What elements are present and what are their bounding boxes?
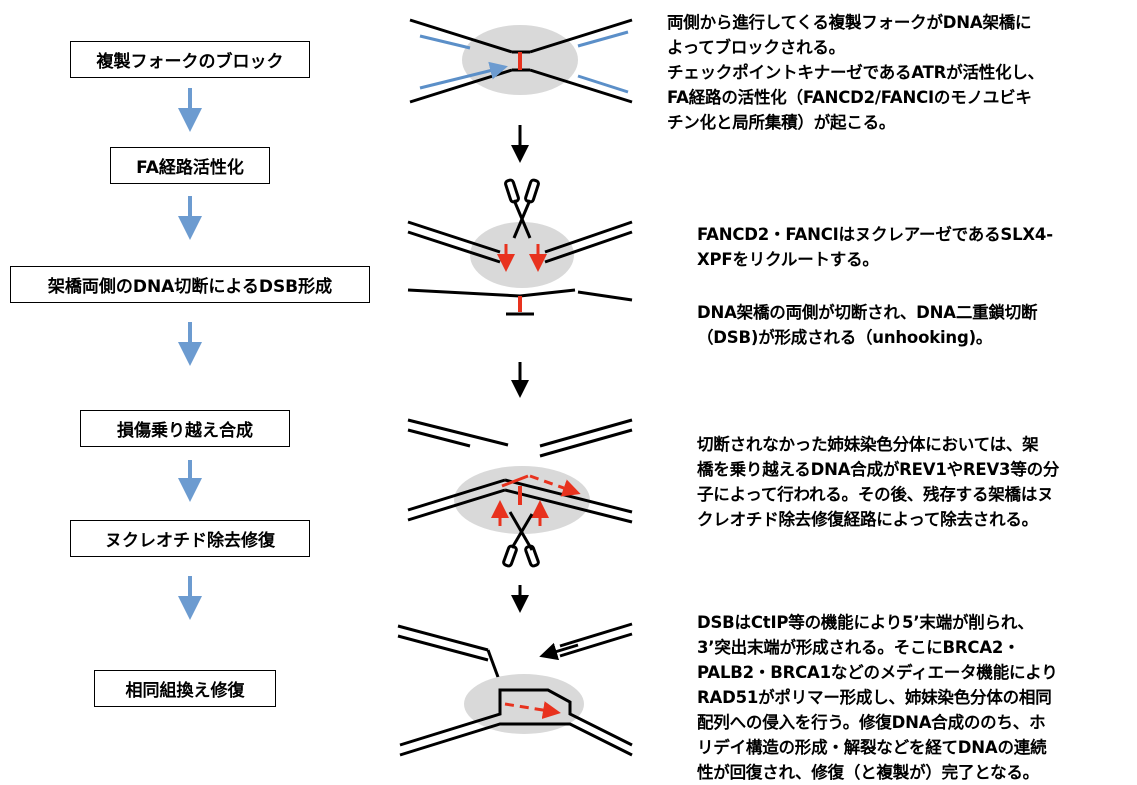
description-unhooking: DNA架橋の両側が切断され、DNA二重鎖切断 （DSB)が形成される（unhoo… bbox=[697, 303, 1038, 347]
scissors-icon bbox=[504, 178, 540, 239]
panel-incision bbox=[407, 178, 633, 316]
highlight-ellipse bbox=[464, 674, 584, 734]
highlight-ellipse bbox=[470, 222, 574, 288]
red-dashed-synthesis bbox=[504, 701, 561, 719]
step-ner: ヌクレオチド除去修復 bbox=[70, 520, 310, 557]
step-dsb-formation: 架橋両側のDNA切断によるDSB形成 bbox=[10, 266, 370, 303]
blue-strand bbox=[577, 30, 629, 48]
step-fork-block: 複製フォークのブロック bbox=[70, 41, 310, 78]
blue-strand bbox=[419, 34, 471, 50]
blue-strand bbox=[577, 74, 629, 94]
blue-strand bbox=[419, 61, 508, 90]
description-tls-ner: 切断されなかった姉妹染色分体においては、架 橋を乗り越えるDNA合成がREV1や… bbox=[697, 435, 1060, 529]
panel-tls bbox=[407, 418, 633, 568]
panel-fork-block bbox=[409, 18, 633, 104]
panel-hr bbox=[397, 622, 633, 757]
step-fa-activation: FA経路活性化 bbox=[110, 147, 270, 184]
red-dashed-synthesis bbox=[529, 474, 581, 497]
red-dashed-synthesis bbox=[501, 474, 529, 488]
step-hr: 相同組換え修復 bbox=[94, 670, 276, 707]
description-hr: DSBはCtIP等の機能により5’末端が削られ、 3’突出末端が形成される。そこ… bbox=[697, 613, 1058, 782]
invasion-arrow bbox=[539, 642, 579, 661]
scissors-icon bbox=[502, 511, 540, 568]
description-slx4-recruit: FANCD2・FANCIはヌクレアーゼであるSLX4- XPFをリクルートする。 bbox=[697, 225, 1053, 269]
step-tls: 損傷乗り越え合成 bbox=[80, 410, 290, 447]
description-fork-block: 両側から進行してくる複製フォークがDNA架橋に よってブロックされる。 チェック… bbox=[667, 13, 1044, 132]
